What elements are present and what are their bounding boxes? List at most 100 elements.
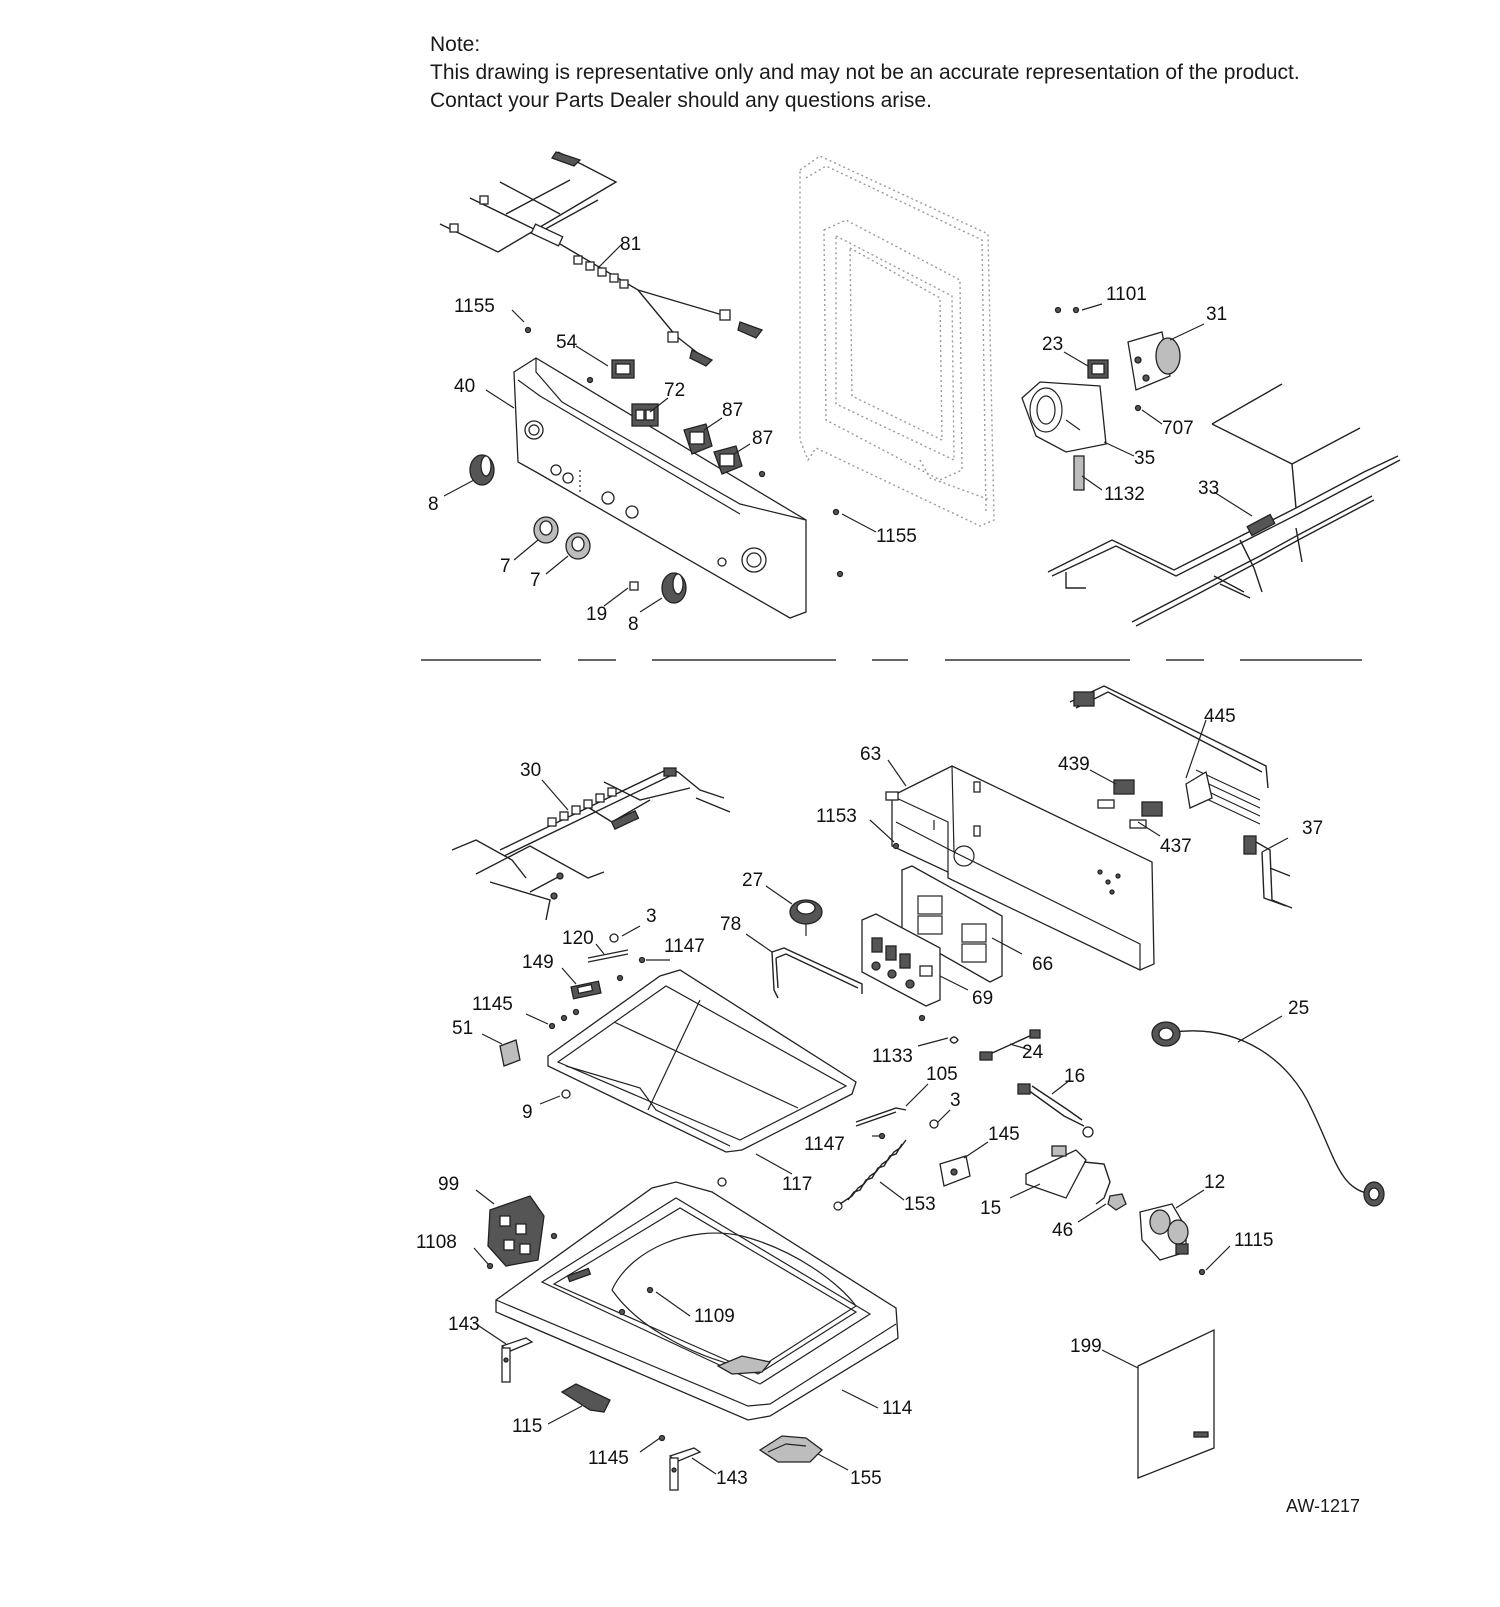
fill-hose-25 <box>1151 1021 1385 1207</box>
callout-117: 117 <box>782 1174 812 1195</box>
bracket-143a <box>500 1337 534 1383</box>
callout-15: 15 <box>980 1198 1001 1219</box>
label-1132 <box>1073 455 1085 491</box>
callout-78: 78 <box>720 914 741 935</box>
callout-33: 33 <box>1198 478 1219 499</box>
callout-81: 81 <box>620 234 641 255</box>
callout-7: 7 <box>500 556 511 577</box>
callout-87: 87 <box>752 428 773 449</box>
callout-120: 120 <box>562 928 594 949</box>
wire-harness-78 <box>771 947 863 999</box>
callout-69: 69 <box>972 988 993 1009</box>
callout-9: 9 <box>522 1102 533 1123</box>
callout-199: 199 <box>1070 1336 1102 1357</box>
callout-63: 63 <box>860 744 881 765</box>
control-panel-40 <box>513 357 807 619</box>
heater-445 <box>1069 685 1269 825</box>
callout-115: 115 <box>512 1416 542 1437</box>
callout-1109: 1109 <box>694 1306 735 1327</box>
wire-harness-81 <box>439 151 764 367</box>
drawing-code: AW-1217 <box>1286 1496 1361 1516</box>
callout-23: 23 <box>1042 334 1063 355</box>
bracket-35 <box>1021 381 1107 453</box>
nut-46 <box>1107 1193 1127 1211</box>
callout-labels: 81 1155 54 40 72 87 87 8 7 7 19 8 1155 1… <box>416 234 1323 1489</box>
callout-40: 40 <box>454 376 475 397</box>
fuse-437 <box>1097 799 1147 829</box>
dotted-cabinet-outline <box>799 155 995 527</box>
callout-1133: 1133 <box>872 1046 913 1067</box>
callout-1155: 1155 <box>876 526 917 547</box>
callout-3: 3 <box>950 1090 961 1111</box>
callout-27: 27 <box>742 870 763 891</box>
spring-153 <box>833 1139 907 1211</box>
sensor-37 <box>1243 835 1293 909</box>
callout-37: 37 <box>1302 818 1323 839</box>
callout-1132: 1132 <box>1104 484 1145 505</box>
lid-lock-149 <box>570 980 602 1000</box>
callout-1153: 1153 <box>816 806 857 827</box>
knob-19 <box>629 581 639 591</box>
callout-99: 99 <box>438 1174 459 1195</box>
knob-7b <box>565 532 591 560</box>
callout-114: 114 <box>882 1398 913 1419</box>
callout-25: 25 <box>1288 998 1309 1019</box>
callout-1155: 1155 <box>454 296 495 317</box>
bracket-145 <box>939 1155 971 1187</box>
callout-1115: 1115 <box>1234 1230 1273 1251</box>
knob-8b <box>661 572 687 604</box>
callout-153: 153 <box>904 1194 936 1215</box>
callout-707: 707 <box>1162 418 1194 439</box>
callout-54: 54 <box>556 332 578 353</box>
callout-87: 87 <box>722 400 743 421</box>
callout-51: 51 <box>452 1018 473 1039</box>
dispenser-15 <box>1025 1145 1111 1205</box>
note-disclaimer-line: This drawing is representative only and … <box>430 61 1300 84</box>
rod-105 <box>855 1107 907 1127</box>
callout-149: 149 <box>522 952 554 973</box>
top-cover-114 <box>495 1181 899 1421</box>
callout-445: 445 <box>1204 706 1236 727</box>
control-board-69 <box>861 913 941 1007</box>
board-bracket-66 <box>901 865 1003 983</box>
knob-7a <box>533 516 559 544</box>
motor-timer-31 <box>1127 331 1181 391</box>
leader-lines <box>443 243 1289 1475</box>
callout-12: 12 <box>1204 1172 1225 1193</box>
callout-105: 105 <box>926 1064 958 1085</box>
callout-145: 145 <box>988 1124 1020 1145</box>
callout-1145: 1145 <box>588 1448 629 1469</box>
callout-439: 439 <box>1058 754 1090 775</box>
callout-46: 46 <box>1052 1220 1073 1241</box>
callout-66: 66 <box>1032 954 1053 975</box>
callout-8: 8 <box>428 494 439 515</box>
wire-harness-16 <box>1017 1083 1094 1138</box>
hinge-115 <box>560 1383 611 1413</box>
housing-63 <box>885 765 1155 971</box>
latch-120 <box>587 949 629 963</box>
literature-199 <box>1137 1328 1215 1479</box>
switch-87a <box>683 423 713 455</box>
callout-1145: 1145 <box>472 994 513 1015</box>
knob-8a <box>469 454 495 486</box>
callout-143: 143 <box>716 1468 748 1489</box>
water-valve-12 <box>1139 1203 1189 1261</box>
callout-35: 35 <box>1134 448 1155 469</box>
switch-assembly-99 <box>487 1195 545 1267</box>
lid-117 <box>547 969 857 1153</box>
callout-143: 143 <box>448 1314 480 1335</box>
callout-31: 31 <box>1206 304 1227 325</box>
callout-1147: 1147 <box>664 936 705 957</box>
callout-437: 437 <box>1160 836 1192 857</box>
bracket-143b <box>668 1447 702 1491</box>
callout-1108: 1108 <box>416 1232 457 1253</box>
switch-72 <box>631 403 659 427</box>
callout-1101: 1101 <box>1106 284 1147 305</box>
cover-155 <box>758 1435 823 1463</box>
wire-harness-33 <box>1047 383 1401 627</box>
pressure-switch-27 <box>789 899 823 936</box>
callout-3: 3 <box>646 906 657 927</box>
callout-8: 8 <box>628 614 639 635</box>
